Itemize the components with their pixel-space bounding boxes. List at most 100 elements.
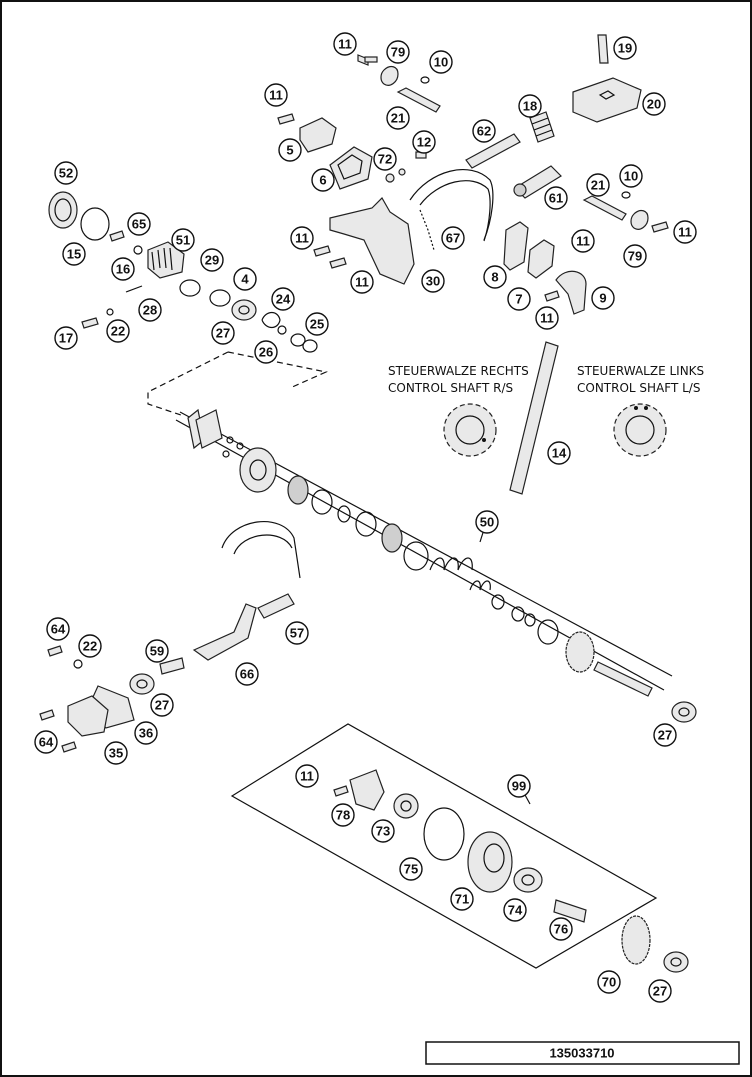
callout-c5: 5 bbox=[278, 138, 302, 162]
gear-part bbox=[195, 409, 223, 449]
svg-text:16: 16 bbox=[116, 262, 130, 277]
svg-text:99: 99 bbox=[512, 779, 526, 794]
shaft-part bbox=[396, 87, 441, 113]
svg-text:71: 71 bbox=[455, 892, 469, 907]
gear-rs-dot bbox=[482, 438, 486, 442]
cover-71 bbox=[467, 831, 513, 893]
kit-99 bbox=[230, 723, 689, 973]
callout-c19: 19 bbox=[613, 36, 637, 60]
bearing-27c-hole bbox=[678, 707, 690, 717]
svg-text:27: 27 bbox=[653, 984, 667, 999]
circlip-24 bbox=[261, 311, 281, 329]
lever-9-part bbox=[555, 270, 587, 315]
callout-c70: 70 bbox=[597, 970, 621, 994]
lever-7-part bbox=[527, 239, 555, 279]
drawing-number: 135033710 bbox=[549, 1046, 614, 1061]
bearing-27d-hole bbox=[670, 957, 682, 967]
svg-text:57: 57 bbox=[290, 626, 304, 641]
lever-66 bbox=[192, 603, 257, 661]
screw-part-2 bbox=[277, 113, 295, 125]
callout-c11g: 11 bbox=[535, 306, 559, 330]
screw-11-plate-a bbox=[313, 245, 331, 257]
callout-c10b: 10 bbox=[619, 164, 643, 188]
callout-c6: 6 bbox=[311, 168, 335, 192]
washer-22 bbox=[106, 308, 114, 316]
ring-4-a bbox=[209, 289, 231, 307]
clip-79b bbox=[630, 209, 649, 230]
oring-29 bbox=[179, 279, 201, 297]
callout-c21a: 21 bbox=[386, 106, 410, 130]
callout-c61: 61 bbox=[544, 186, 568, 210]
svg-text:11: 11 bbox=[300, 769, 314, 784]
callout-c66: 66 bbox=[235, 662, 259, 686]
bearing-73 bbox=[393, 793, 419, 819]
svg-text:28: 28 bbox=[143, 303, 157, 318]
callout-c9: 9 bbox=[591, 286, 615, 310]
bearing-73-hole bbox=[400, 800, 412, 812]
svg-text:76: 76 bbox=[554, 922, 568, 937]
pin-28 bbox=[125, 285, 143, 293]
part-72a bbox=[385, 173, 395, 183]
callout-c76: 76 bbox=[549, 917, 573, 941]
screw-11-right bbox=[651, 221, 669, 233]
shaft-76 bbox=[553, 899, 587, 923]
svg-text:11: 11 bbox=[269, 88, 283, 103]
svg-text:11: 11 bbox=[338, 37, 352, 52]
ring-d bbox=[524, 613, 536, 627]
svg-text:11: 11 bbox=[295, 231, 309, 246]
svg-text:73: 73 bbox=[376, 824, 390, 839]
callout-c62: 62 bbox=[472, 119, 496, 143]
screw-11h bbox=[333, 785, 349, 797]
hub-center bbox=[249, 459, 267, 481]
svg-text:70: 70 bbox=[602, 975, 616, 990]
svg-text:27: 27 bbox=[216, 326, 230, 341]
svg-text:21: 21 bbox=[591, 178, 605, 193]
caption-right-en: CONTROL SHAFT R/S bbox=[388, 381, 513, 395]
svg-text:5: 5 bbox=[286, 143, 293, 158]
svg-text:21: 21 bbox=[391, 111, 405, 126]
leader-lines bbox=[479, 519, 531, 805]
callout-c12: 12 bbox=[412, 130, 436, 154]
caption-right-de: STEUERWALZE RECHTS bbox=[388, 364, 529, 378]
cover-71-center bbox=[483, 843, 505, 873]
svg-text:66: 66 bbox=[240, 667, 254, 682]
needle-bearing-2 bbox=[381, 523, 403, 553]
callout-c52: 52 bbox=[54, 161, 78, 185]
bearing-27b bbox=[129, 673, 155, 695]
svg-text:64: 64 bbox=[39, 735, 54, 750]
screw-65 bbox=[109, 230, 125, 242]
callout-c28: 28 bbox=[138, 298, 162, 322]
callouts-layer: 11 79 10 19 11 21 18 20 5 62 12 72 6 52 … bbox=[34, 32, 697, 1003]
callout-c21b: 21 bbox=[586, 173, 610, 197]
hub-part bbox=[239, 447, 277, 493]
control-shaft-rs bbox=[443, 403, 497, 457]
drawing-number-box bbox=[425, 1041, 740, 1065]
callout-c8: 8 bbox=[483, 265, 507, 289]
callout-c20: 20 bbox=[642, 92, 666, 116]
callout-c4: 4 bbox=[233, 267, 257, 291]
callout-c11a: 11 bbox=[333, 32, 357, 56]
svg-text:27: 27 bbox=[658, 728, 672, 743]
svg-text:15: 15 bbox=[67, 247, 81, 262]
callout-c27c: 27 bbox=[653, 723, 677, 747]
tube-14 bbox=[509, 341, 559, 495]
shaft-57 bbox=[257, 593, 295, 619]
nut-52 bbox=[48, 191, 78, 229]
screw-11-plate-b bbox=[329, 257, 347, 269]
bearing-27c bbox=[671, 701, 697, 723]
callout-c74: 74 bbox=[503, 898, 527, 922]
svg-text:36: 36 bbox=[139, 726, 153, 741]
svg-text:24: 24 bbox=[276, 292, 291, 307]
nut-52-hole bbox=[54, 198, 72, 222]
callout-c22a: 22 bbox=[106, 319, 130, 343]
svg-text:11: 11 bbox=[576, 234, 590, 249]
gear-70 bbox=[621, 915, 651, 965]
callout-c65: 65 bbox=[127, 212, 151, 236]
guide-outer bbox=[221, 521, 301, 579]
svg-text:30: 30 bbox=[426, 274, 440, 289]
ball-1 bbox=[226, 436, 234, 444]
svg-text:4: 4 bbox=[241, 272, 249, 287]
bearing-51-rollers bbox=[151, 247, 173, 271]
